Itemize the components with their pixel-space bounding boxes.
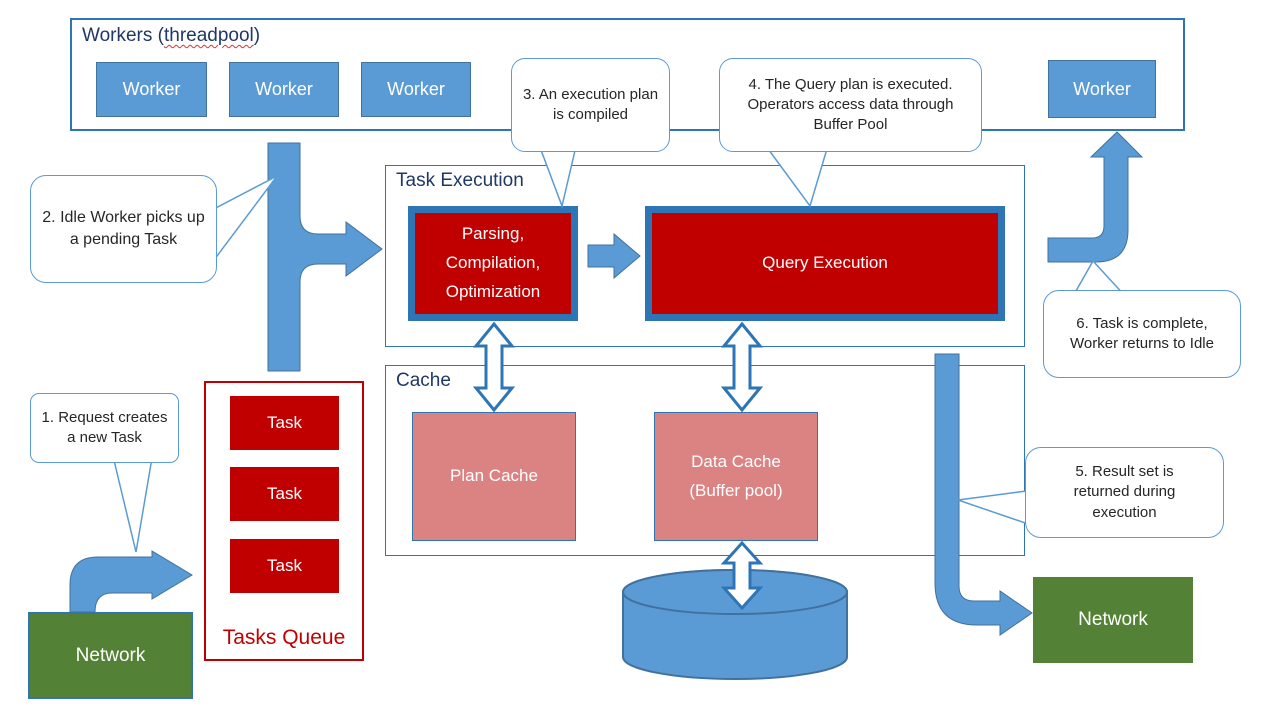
parsing-label-line: Compilation, (445, 253, 541, 273)
request-arrow (69, 550, 193, 613)
callout-2: 2. Idle Worker picks up a pending Task (30, 175, 217, 283)
plan-cache-box: Plan Cache (412, 412, 576, 541)
tasks-queue-title: Tasks Queue (222, 626, 346, 649)
worker-box: Worker (229, 62, 339, 117)
callout-6: 6. Task is complete, Worker returns to I… (1043, 290, 1241, 378)
database-label: Database (696, 620, 774, 640)
data-cache-box: Data Cache (Buffer pool) (654, 412, 818, 541)
worker-box: Worker (1048, 60, 1156, 118)
callout-3: 3. An execution plan is compiled (511, 58, 670, 152)
task-item: Task (230, 467, 339, 521)
parsing-compilation-optimization-box: Parsing, Compilation, Optimization (408, 206, 578, 321)
parsing-label-line: Parsing, (461, 224, 525, 244)
task-item: Task (230, 396, 339, 450)
worker-box: Worker (96, 62, 207, 117)
callout-2-tail (207, 175, 278, 271)
workers-title-suffix: ) (253, 25, 261, 46)
query-execution-box: Query Execution (645, 206, 1005, 321)
task-item: Task (230, 539, 339, 593)
network-box-right: Network (1033, 577, 1193, 663)
callout-4: 4. The Query plan is executed. Operators… (719, 58, 982, 152)
task-execution-title: Task Execution (396, 170, 524, 191)
callout-5: 5. Result set is returned during executi… (1025, 447, 1224, 538)
parsing-label-line: Optimization (445, 281, 541, 301)
network-box-left: Network (28, 612, 193, 699)
callout-1-tail (111, 451, 154, 553)
database-cylinder-top (622, 569, 848, 615)
callout-1: 1. Request creates a new Task (30, 393, 179, 463)
data-cache-label-line: Data Cache (691, 451, 781, 471)
worker-box: Worker (361, 62, 471, 117)
task-complete-arrow (1047, 131, 1144, 263)
workers-title-threadpool: threadpool (163, 25, 254, 46)
workers-pool-title: Workers (threadpool) (82, 25, 260, 47)
cache-title: Cache (396, 370, 451, 391)
workers-title-prefix: Workers ( (82, 25, 164, 46)
data-cache-label-line: (Buffer pool) (689, 480, 783, 500)
merge-arrow-into-task-execution (267, 142, 383, 372)
